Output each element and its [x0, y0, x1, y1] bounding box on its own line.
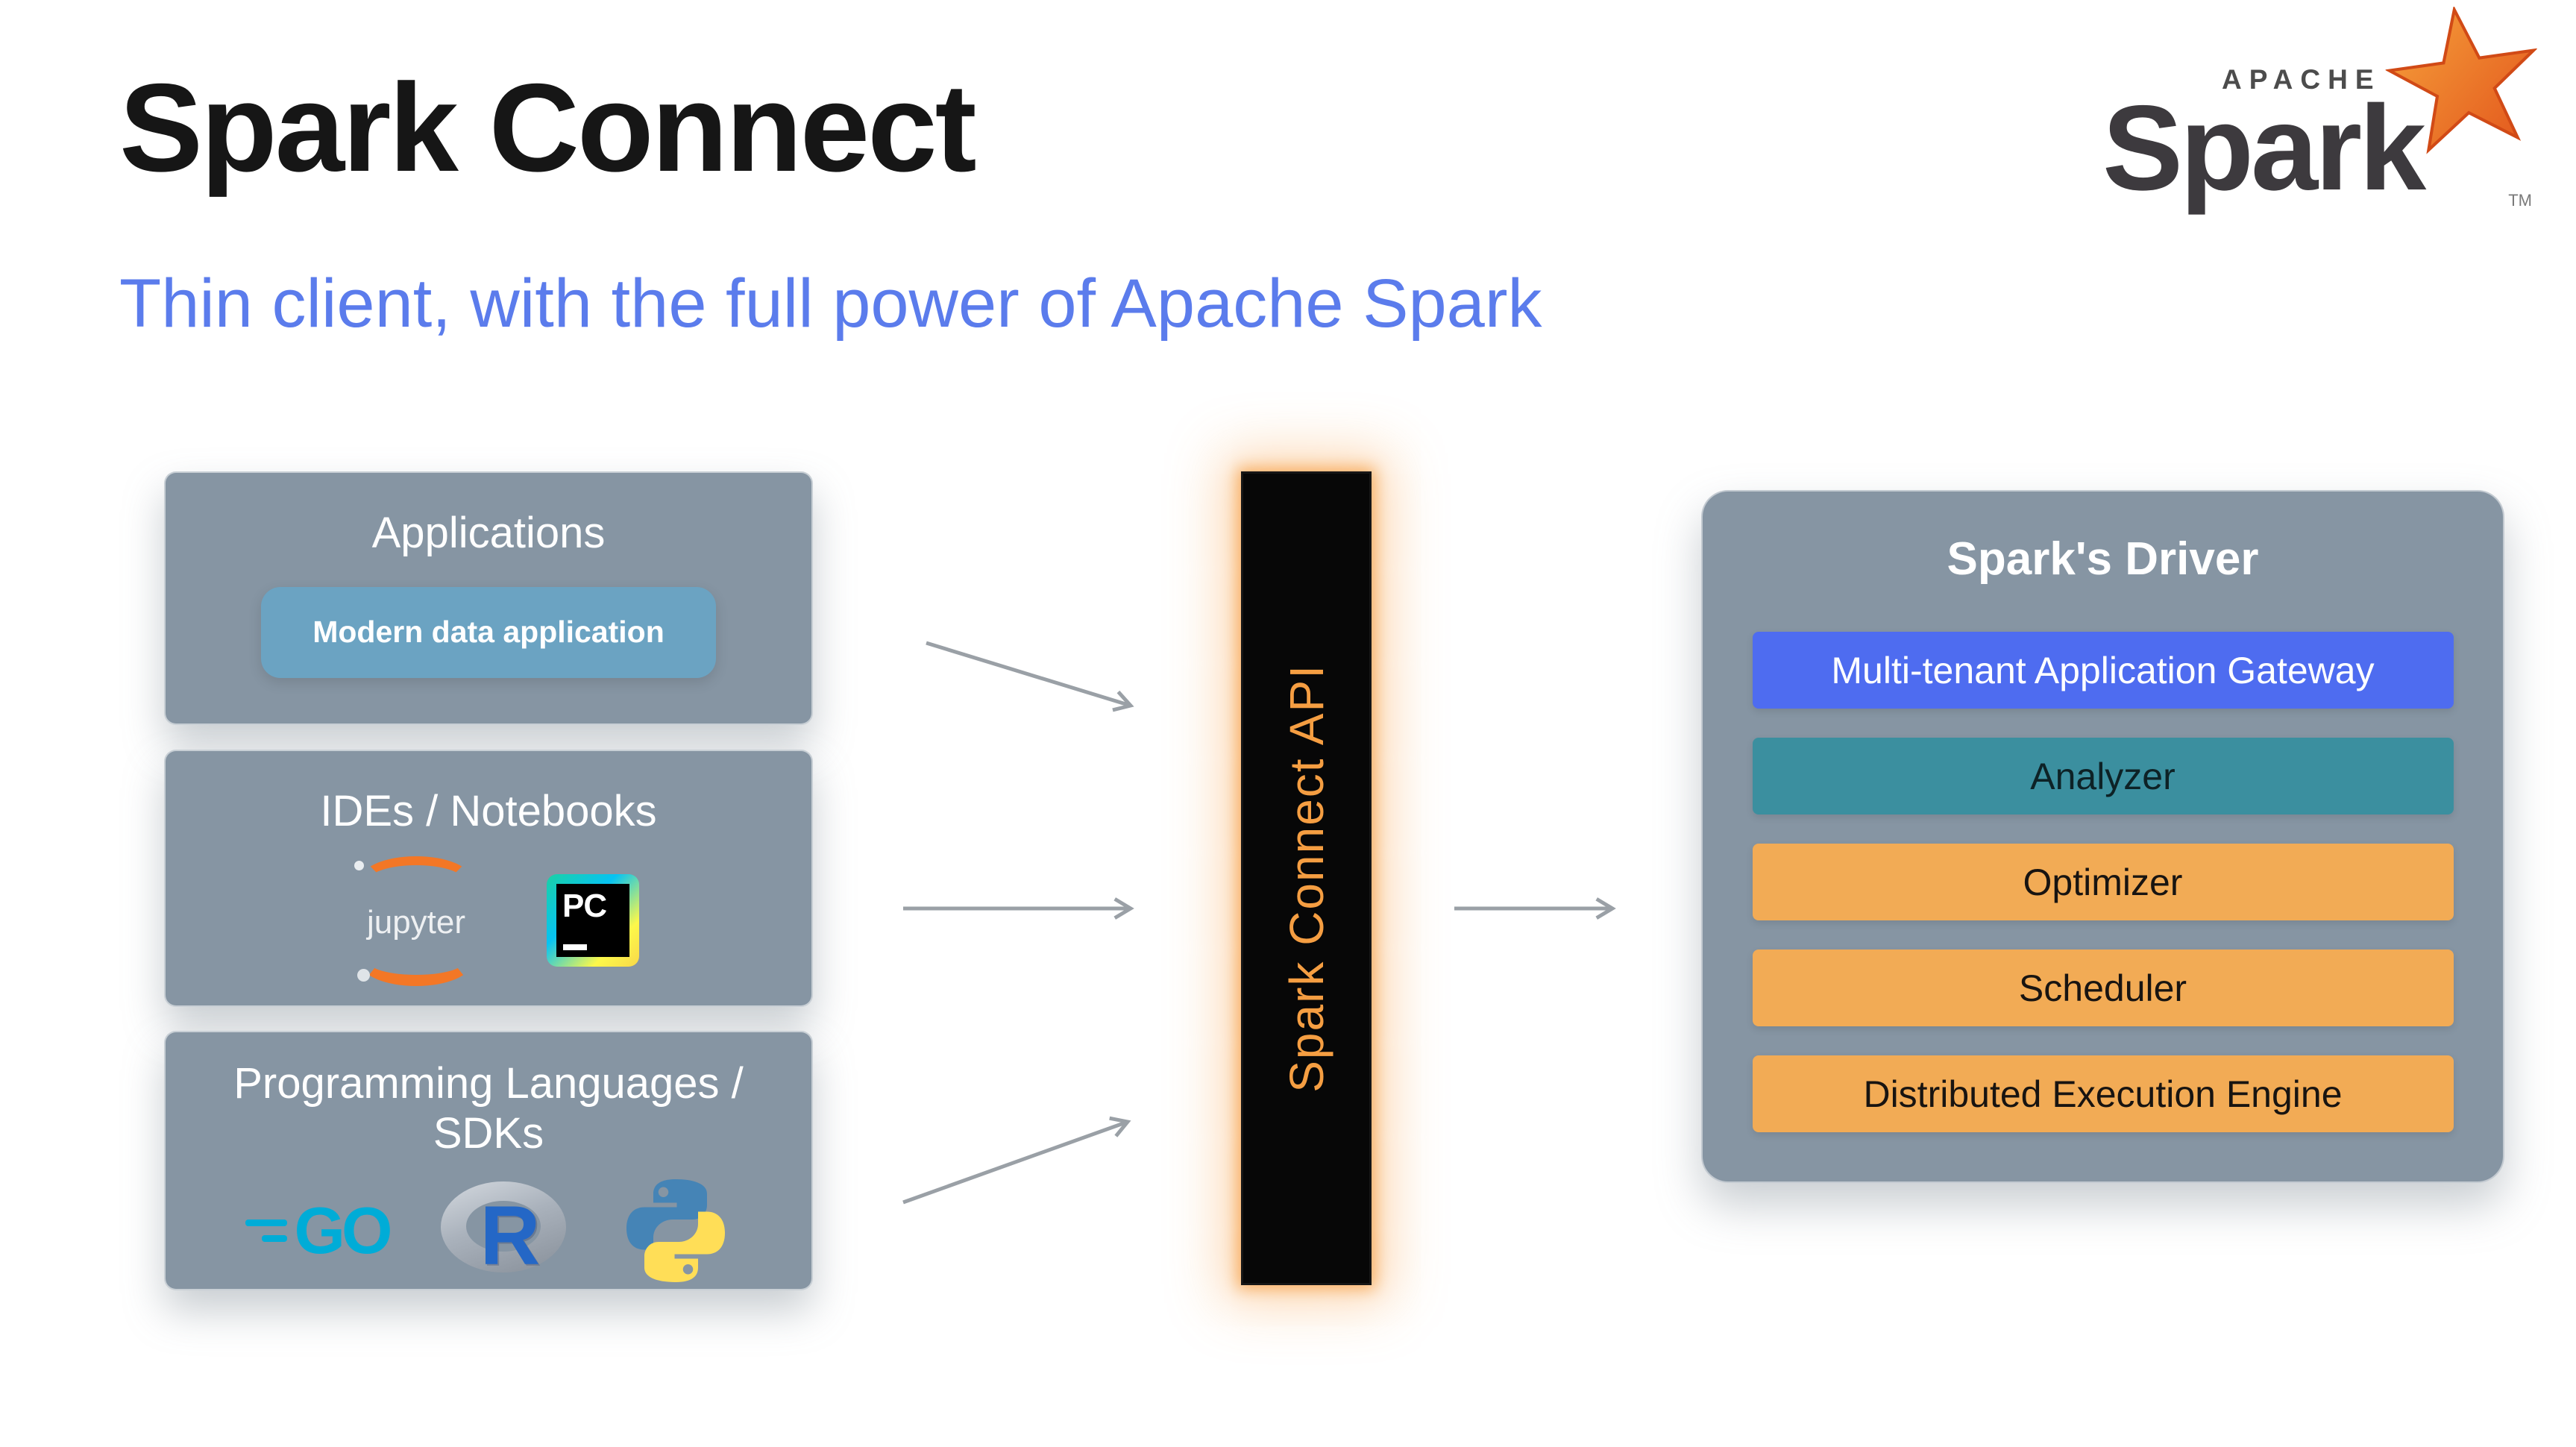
jupyter-dot-icon: [354, 860, 364, 870]
jupyter-dot-icon: [357, 968, 370, 982]
apache-spark-logo: APACHE Spark TM: [2102, 4, 2538, 245]
r-label: R: [480, 1189, 541, 1283]
jupyter-label: jupyter: [366, 903, 466, 941]
jupyter-bottom-arc-icon: [360, 938, 472, 986]
applications-box: Applications Modern data application: [164, 471, 813, 725]
sparks-driver-title: Spark's Driver: [1947, 533, 2259, 585]
driver-row-scheduler: Scheduler: [1752, 950, 2454, 1026]
page-subtitle: Thin client, with the full power of Apac…: [119, 266, 1542, 342]
arrow-applications-to-api: [926, 641, 1134, 712]
go-logo: GO: [245, 1193, 393, 1269]
ides-notebooks-box: IDEs / Notebooks jupyter PC: [164, 750, 813, 1007]
jupyter-logo: jupyter: [338, 853, 494, 988]
driver-row-optimizer: Optimizer: [1752, 844, 2454, 920]
spark-connect-api-label: Spark Connect API: [1279, 664, 1333, 1093]
applications-title: Applications: [371, 509, 606, 557]
driver-rows: Multi-tenant Application Gateway Analyze…: [1752, 632, 2454, 1132]
pycharm-logo: PC: [547, 873, 639, 967]
languages-logo-row: GO R: [245, 1175, 732, 1287]
driver-row-gateway: Multi-tenant Application Gateway: [1752, 632, 2454, 709]
pycharm-underscore-icon: [563, 944, 587, 950]
apache-label: APACHE: [2222, 64, 2381, 95]
sparks-driver-box: Spark's Driver Multi-tenant Application …: [1701, 490, 2504, 1183]
page-title: Spark Connect: [119, 57, 977, 198]
modern-data-application-chip: Modern data application: [261, 586, 716, 678]
go-label: GO: [294, 1193, 393, 1268]
jupyter-top-arc-icon: [360, 856, 472, 904]
r-ring-hole: [466, 1201, 541, 1252]
r-logo: R: [441, 1178, 568, 1283]
arrow-languages-to-api: [902, 1116, 1131, 1205]
go-speed-lines-icon: [245, 1220, 287, 1243]
ides-logo-row: jupyter PC: [338, 853, 639, 988]
python-logo: [626, 1179, 726, 1283]
driver-row-execution-engine: Distributed Execution Engine: [1752, 1055, 2454, 1132]
pycharm-label: PC: [562, 887, 607, 924]
languages-sdks-title: Programming Languages / SDKs: [233, 1059, 744, 1158]
spark-star-icon: [2384, 4, 2538, 154]
trademark-label: TM: [2508, 191, 2532, 210]
driver-row-analyzer: Analyzer: [1752, 738, 2454, 814]
spark-connect-api-bar: Spark Connect API: [1241, 471, 1372, 1285]
spark-wordmark: Spark: [2102, 81, 2426, 216]
ides-notebooks-title: IDEs / Notebooks: [320, 787, 657, 835]
languages-sdks-box: Programming Languages / SDKs GO R: [164, 1031, 813, 1290]
